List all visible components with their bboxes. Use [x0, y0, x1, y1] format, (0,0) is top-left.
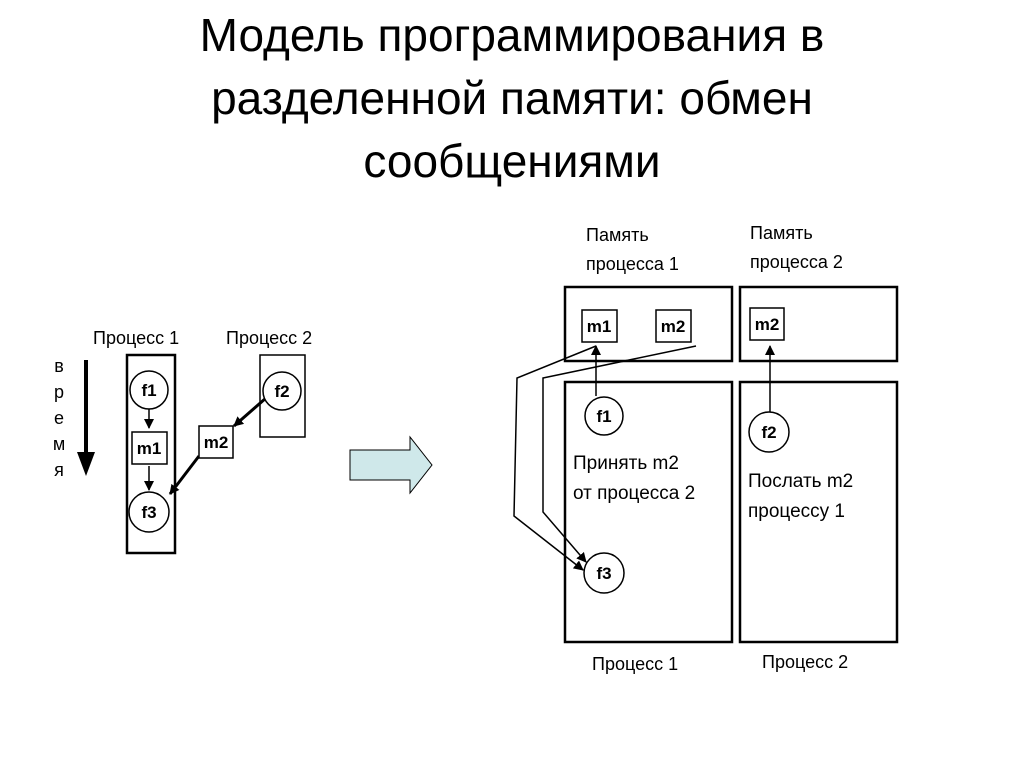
p1-text-line-1: Принять m2: [573, 453, 679, 474]
left-node-m1-label: m1: [137, 439, 162, 458]
right-process1-label: Процесс 1: [592, 654, 678, 674]
time-letter-2: р: [54, 382, 64, 402]
memory1-box: [563, 285, 734, 363]
memory2-box: [738, 285, 899, 363]
right-process2-label: Процесс 2: [762, 652, 848, 672]
title-line-1: Модель программирования в: [199, 9, 825, 61]
mem2-cell-m2: [749, 307, 785, 341]
p1-node-f3-label: f3: [596, 564, 611, 583]
p2-text-line-2: процессу 1: [748, 501, 845, 522]
left-node-m2-label: m2: [204, 433, 229, 452]
left-process2-column: [259, 354, 306, 438]
left-node-f2-label: f2: [274, 382, 289, 401]
mem1-cell-m1-label: m1: [587, 317, 612, 336]
left-process1-column: [125, 353, 177, 555]
mem1-cell-m2: [655, 309, 692, 343]
memory1-label-line-1: Память: [586, 225, 649, 245]
mem1-cell-m1: [581, 309, 618, 343]
time-axis: в р е м я: [53, 356, 95, 480]
memory2-label-line-1: Память: [750, 223, 813, 243]
process1-box: [563, 380, 734, 644]
memory1-label-line-2: процесса 1: [586, 254, 679, 274]
arrow-f2-m2: [233, 396, 267, 428]
left-node-f1-label: f1: [141, 381, 156, 400]
left-node-f3-label: f3: [141, 503, 156, 522]
slide-title: Модель программирования в разделенной па…: [40, 4, 984, 193]
p1-node-f1: [584, 396, 624, 436]
p1-node-f3: [583, 552, 625, 594]
process2-box: [738, 380, 899, 644]
arrow-m1-to-f3: [513, 345, 597, 571]
memory2-label-line-2: процесса 2: [750, 252, 843, 272]
arrow-m2-to-f3: [542, 345, 697, 563]
mem2-cell-m2-label: m2: [755, 315, 780, 334]
time-letter-3: е: [54, 408, 64, 428]
time-arrow-head: [77, 452, 95, 476]
time-letter-5: я: [54, 460, 64, 480]
time-letter-1: в: [54, 356, 64, 376]
left-process1-label: Процесс 1: [93, 328, 179, 348]
left-node-f2: [262, 371, 302, 411]
left-process2-label: Процесс 2: [226, 328, 312, 348]
arrow-m2-f3: [168, 455, 201, 495]
p2-node-f2: [748, 411, 790, 453]
left-node-f3: [128, 491, 170, 533]
left-node-f1: [129, 370, 169, 410]
transition-arrow: [349, 435, 433, 495]
left-node-m2: [198, 425, 234, 459]
p2-text-line-1: Послать m2: [748, 471, 853, 492]
left-diagram: Процесс 1 Процесс 2 в р е м я f1 m1 f3 f…: [53, 328, 312, 555]
p1-node-f1-label: f1: [596, 407, 611, 426]
left-node-m1: [131, 431, 168, 465]
time-letter-4: м: [53, 434, 65, 454]
title-line-3: сообщениями: [363, 135, 661, 187]
title-line-2: разделенной памяти: обмен: [211, 72, 813, 124]
right-diagram: Память процесса 1 Память процесса 2 m1 m…: [513, 223, 899, 674]
p2-node-f2-label: f2: [761, 423, 776, 442]
mem1-cell-m2-label: m2: [661, 317, 686, 336]
p1-text-line-2: от процесса 2: [573, 483, 695, 504]
